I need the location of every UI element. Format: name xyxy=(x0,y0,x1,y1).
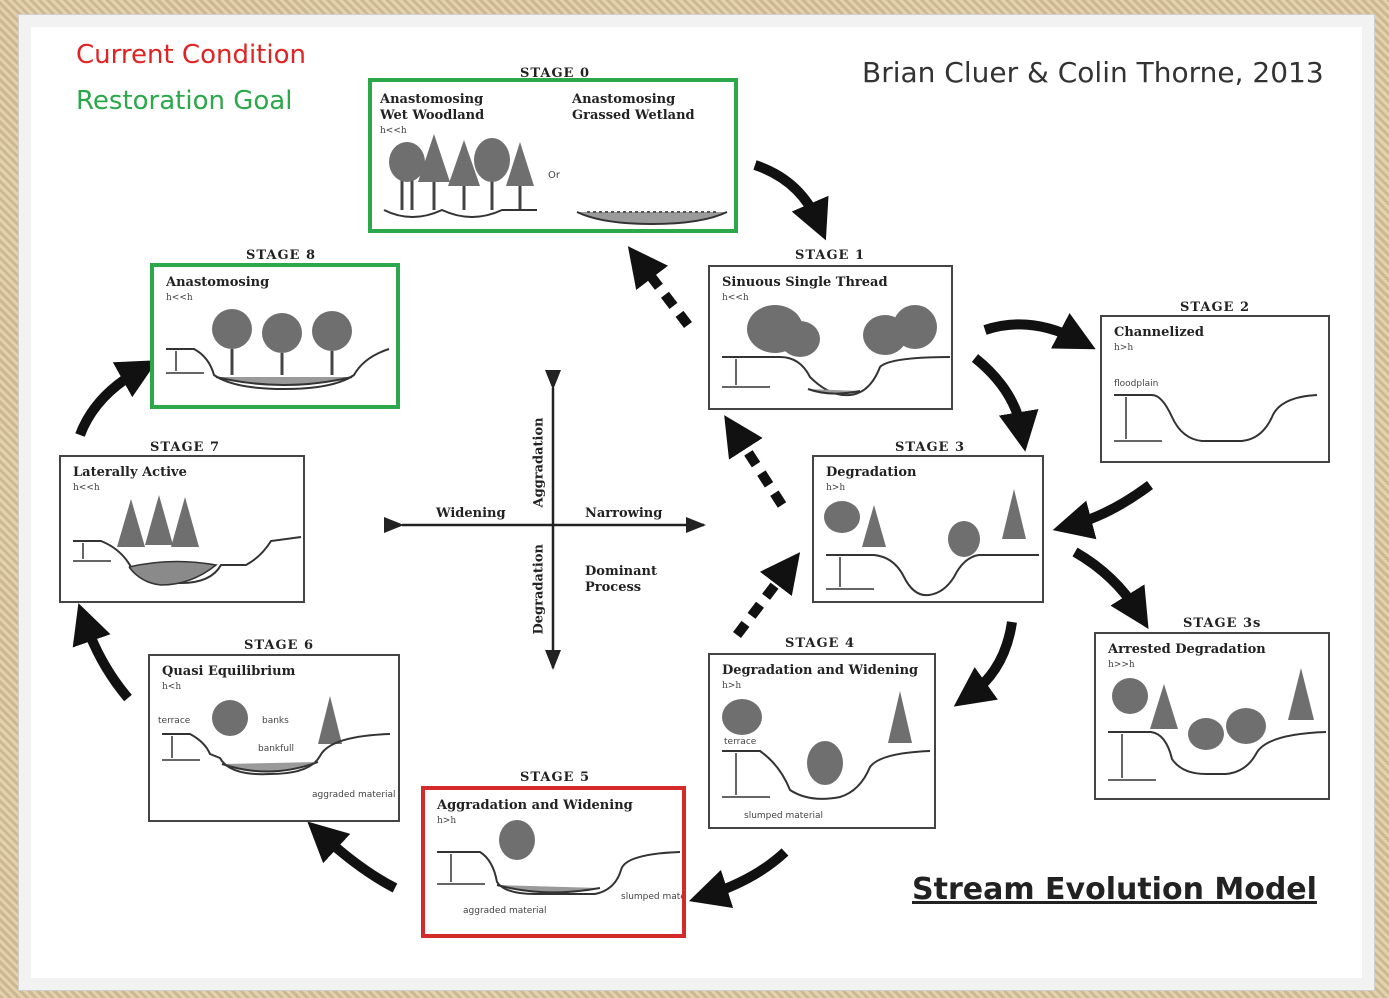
arrow-s2-to-s3 xyxy=(1052,480,1153,540)
credit-text: Brian Cluer & Colin Thorne, 2013 xyxy=(862,56,1324,89)
arrow-s6-to-s7 xyxy=(72,603,132,702)
stage-5-sub: h>h xyxy=(437,816,457,826)
dashed-arrow-s4-to-s3 xyxy=(733,552,801,639)
stage-4-box: Degradation and Widening h>h terrace slu… xyxy=(708,653,936,829)
stage-3-sub: h>h xyxy=(826,483,846,493)
stage-7-label: STAGE 7 xyxy=(150,440,221,455)
arrow-s3-to-s3s xyxy=(1072,547,1149,629)
stage-7-illustration xyxy=(73,495,302,586)
stage-8-title: Anastomosing xyxy=(166,275,270,290)
arrow-s3-to-s4 xyxy=(953,621,1017,707)
axis-label-widening: Widening xyxy=(436,506,506,521)
stage-6-illustration xyxy=(162,696,391,776)
stage-1-title: Sinuous Single Thread xyxy=(722,275,888,290)
stage-4-sub: h>h xyxy=(722,681,742,691)
legend-restoration-goal: Restoration Goal xyxy=(76,86,293,116)
stage-0-sub: h<<h xyxy=(380,126,407,136)
stage-4-label: STAGE 4 xyxy=(785,636,856,651)
stage-4-illustration xyxy=(722,691,931,800)
stage-5-aggraded-label: aggraded material xyxy=(463,906,547,916)
stage-2-illustration xyxy=(1114,394,1318,442)
stage-1-box: Sinuous Single Thread h<<h xyxy=(708,265,953,410)
stage-7-title: Laterally Active xyxy=(73,465,187,480)
stage-6-aggraded-label: aggraded material xyxy=(312,790,396,800)
axis-label-narrowing: Narrowing xyxy=(585,506,663,521)
stage-6-label: STAGE 6 xyxy=(244,638,315,653)
stage-8-label: STAGE 8 xyxy=(246,248,317,263)
stage-6-title: Quasi Equilibrium xyxy=(162,664,296,679)
stage-3s-title: Arrested Degradation xyxy=(1108,642,1266,657)
stage-6-bankfull-label: bankfull xyxy=(258,744,295,754)
stage-8-sub: h<<h xyxy=(166,293,193,303)
stage-3-label: STAGE 3 xyxy=(895,440,966,455)
arrow-s1-to-s3 xyxy=(971,354,1039,452)
stage-5-slumped-label: slumped material xyxy=(621,892,686,902)
stage-0-title-b2: Grassed Wetland xyxy=(572,108,695,123)
stage-5-illustration xyxy=(437,820,681,895)
stage-3s-sub: h>>h xyxy=(1108,660,1135,670)
stage-3s-box: Arrested Degradation h>>h xyxy=(1094,632,1330,800)
arrow-s0-to-s1 xyxy=(753,160,829,241)
stage-0-title-a: Anastomosing xyxy=(380,92,484,107)
stage-2-label: STAGE 2 xyxy=(1180,300,1251,315)
stage-3-box: Degradation h>h xyxy=(812,455,1044,603)
stage-4-slumped-label: slumped material xyxy=(744,811,824,821)
diagram-title: Stream Evolution Model xyxy=(912,872,1317,907)
stage-8-box: Anastomosing h<<h xyxy=(150,263,400,409)
stage-1-label: STAGE 1 xyxy=(795,248,866,263)
stage-3s-illustration xyxy=(1108,668,1327,781)
stage-1-sub: h<<h xyxy=(722,293,749,303)
stage-5-label: STAGE 5 xyxy=(520,770,591,785)
axis-label-aggradation: Aggradation xyxy=(531,417,547,508)
stage-3s-label: STAGE 3s xyxy=(1183,616,1262,631)
axis-label-process: Process xyxy=(585,580,642,595)
stage-0-title-a2: Wet Woodland xyxy=(380,108,485,123)
stage-6-terrace-label: terrace xyxy=(158,716,191,726)
stage-5-title: Aggradation and Widening xyxy=(437,798,633,813)
stage-6-sub: h<h xyxy=(162,682,182,692)
arrow-s7-to-s8 xyxy=(75,360,158,437)
stage-2-title: Channelized xyxy=(1114,325,1205,340)
stage-0-box: Anastomosing Wet Woodland h<<h Anastomos… xyxy=(368,78,738,233)
stage-0-title-b: Anastomosing xyxy=(572,92,676,107)
stage-8-illustration xyxy=(166,309,390,391)
dashed-arrow-s1-to-s0 xyxy=(627,246,692,329)
axis-label-dominant: Dominant xyxy=(585,564,657,579)
stage-7-box: Laterally Active h<<h xyxy=(59,455,305,603)
stage-7-sub: h<<h xyxy=(73,483,100,493)
stage-2-sub: h>h xyxy=(1114,343,1134,353)
arrow-s4-to-s5 xyxy=(688,848,789,908)
legend-current-condition: Current Condition xyxy=(76,40,306,70)
stage-0-or: Or xyxy=(548,170,560,181)
axis-label-degradation: Degradation xyxy=(531,544,547,635)
stage-3-illustration xyxy=(824,489,1039,597)
stage-6-box: Quasi Equilibrium h<h terrace banks bank… xyxy=(148,654,400,822)
stage-2-box: Channelized h>h floodplain xyxy=(1100,315,1330,463)
stage-4-title: Degradation and Widening xyxy=(722,663,919,678)
stage-0-illustration xyxy=(383,134,728,226)
stage-6-banks-label: banks xyxy=(262,716,289,726)
stage-1-illustration xyxy=(722,305,951,397)
stage-3-title: Degradation xyxy=(826,465,917,480)
arrow-s1-to-s2 xyxy=(983,313,1096,350)
stage-0-label: STAGE 0 xyxy=(520,66,591,81)
stage-5-box: Aggradation and Widening h>h aggraded ma… xyxy=(421,786,686,938)
stage-2-floodplain-label: floodplain xyxy=(1114,379,1159,389)
dashed-arrow-s3-to-s1 xyxy=(724,415,787,508)
arrow-s5-to-s6 xyxy=(307,821,398,893)
stage-4-terrace-label: terrace xyxy=(724,737,757,747)
